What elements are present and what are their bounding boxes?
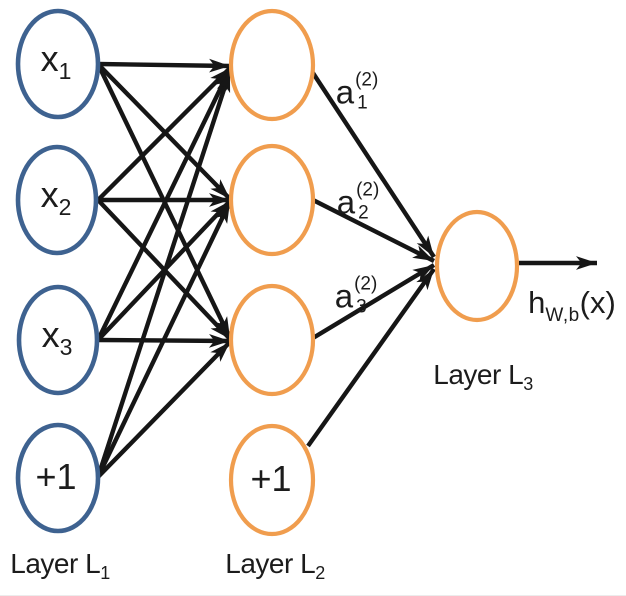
node-label-x1: x1 — [41, 41, 72, 83]
node-x2 — [15, 144, 99, 256]
edge-h1-out — [309, 68, 436, 259]
node-label-bias1: +1 — [35, 459, 76, 495]
a2-base: a — [336, 183, 356, 221]
edge-bias1-h1 — [95, 70, 233, 478]
layer1-caption-subscript: 1 — [100, 563, 110, 583]
a3-subscript: 3 — [356, 296, 367, 318]
node-label-x2: x2 — [41, 177, 72, 219]
node-bias1 — [15, 422, 101, 534]
edge-x1-h1 — [97, 58, 231, 73]
layer2-caption-base: Layer L — [225, 548, 316, 579]
h-base: h — [528, 285, 546, 320]
edge-x2-h1 — [96, 66, 232, 202]
activation-label-a2: a (2)2 — [336, 179, 380, 224]
node-label-x3: x3 — [42, 317, 73, 359]
edge-h2-out — [312, 198, 435, 263]
node-x3 — [16, 284, 100, 396]
layer1-nodes — [15, 8, 101, 534]
edge-h3-out — [311, 263, 436, 340]
node-label-bias2: +1 — [250, 461, 291, 497]
layer2-nodes — [228, 8, 316, 537]
x3-subscript: 3 — [59, 334, 73, 360]
edge-bias1-h2 — [96, 201, 232, 478]
edge-bias1-h3 — [96, 340, 232, 479]
node-h3 — [228, 283, 316, 397]
layer3-caption-subscript: 3 — [523, 374, 533, 394]
node-output — [434, 209, 520, 323]
layer3-caption-base: Layer L — [433, 359, 524, 390]
x1-base: x — [40, 38, 59, 79]
edges-layer1-to-layer2 — [95, 58, 233, 479]
edge-bias2-out — [306, 267, 436, 448]
output-function-label: hW,b(x) — [528, 287, 616, 325]
edge-x3-h1 — [96, 68, 232, 341]
h-suffix: (x) — [579, 285, 616, 320]
bias2-text: +1 — [250, 458, 292, 499]
layer1-caption-base: Layer L — [10, 548, 101, 579]
layer3-caption: Layer L3 — [433, 359, 533, 394]
h-subscript: W,b — [545, 305, 580, 326]
a2-superscript: (2) — [356, 179, 380, 201]
a3-base: a — [334, 277, 354, 315]
a1-subscript: 1 — [357, 92, 368, 114]
activation-label-a3: a (2)3 — [334, 273, 378, 318]
node-bias2 — [228, 423, 316, 537]
x3-base: x — [41, 314, 60, 355]
bias1-text: +1 — [35, 456, 77, 497]
layer2-caption-subscript: 2 — [315, 563, 325, 583]
a1-superscript: (2) — [355, 69, 379, 91]
layer1-caption: Layer L1 — [10, 548, 110, 583]
a3-superscript: (2) — [354, 273, 378, 295]
x2-subscript: 2 — [58, 194, 72, 220]
edges-layer2-to-layer3 — [306, 68, 436, 448]
x2-base: x — [40, 174, 59, 215]
layer2-caption: Layer L2 — [225, 548, 325, 583]
node-h2 — [228, 143, 316, 257]
x1-subscript: 1 — [58, 58, 72, 84]
activation-label-a1: a (2)1 — [335, 69, 379, 114]
a1-base: a — [335, 73, 355, 111]
node-x1 — [15, 8, 101, 120]
a2-subscript: 2 — [358, 202, 369, 224]
node-h1 — [228, 8, 316, 122]
